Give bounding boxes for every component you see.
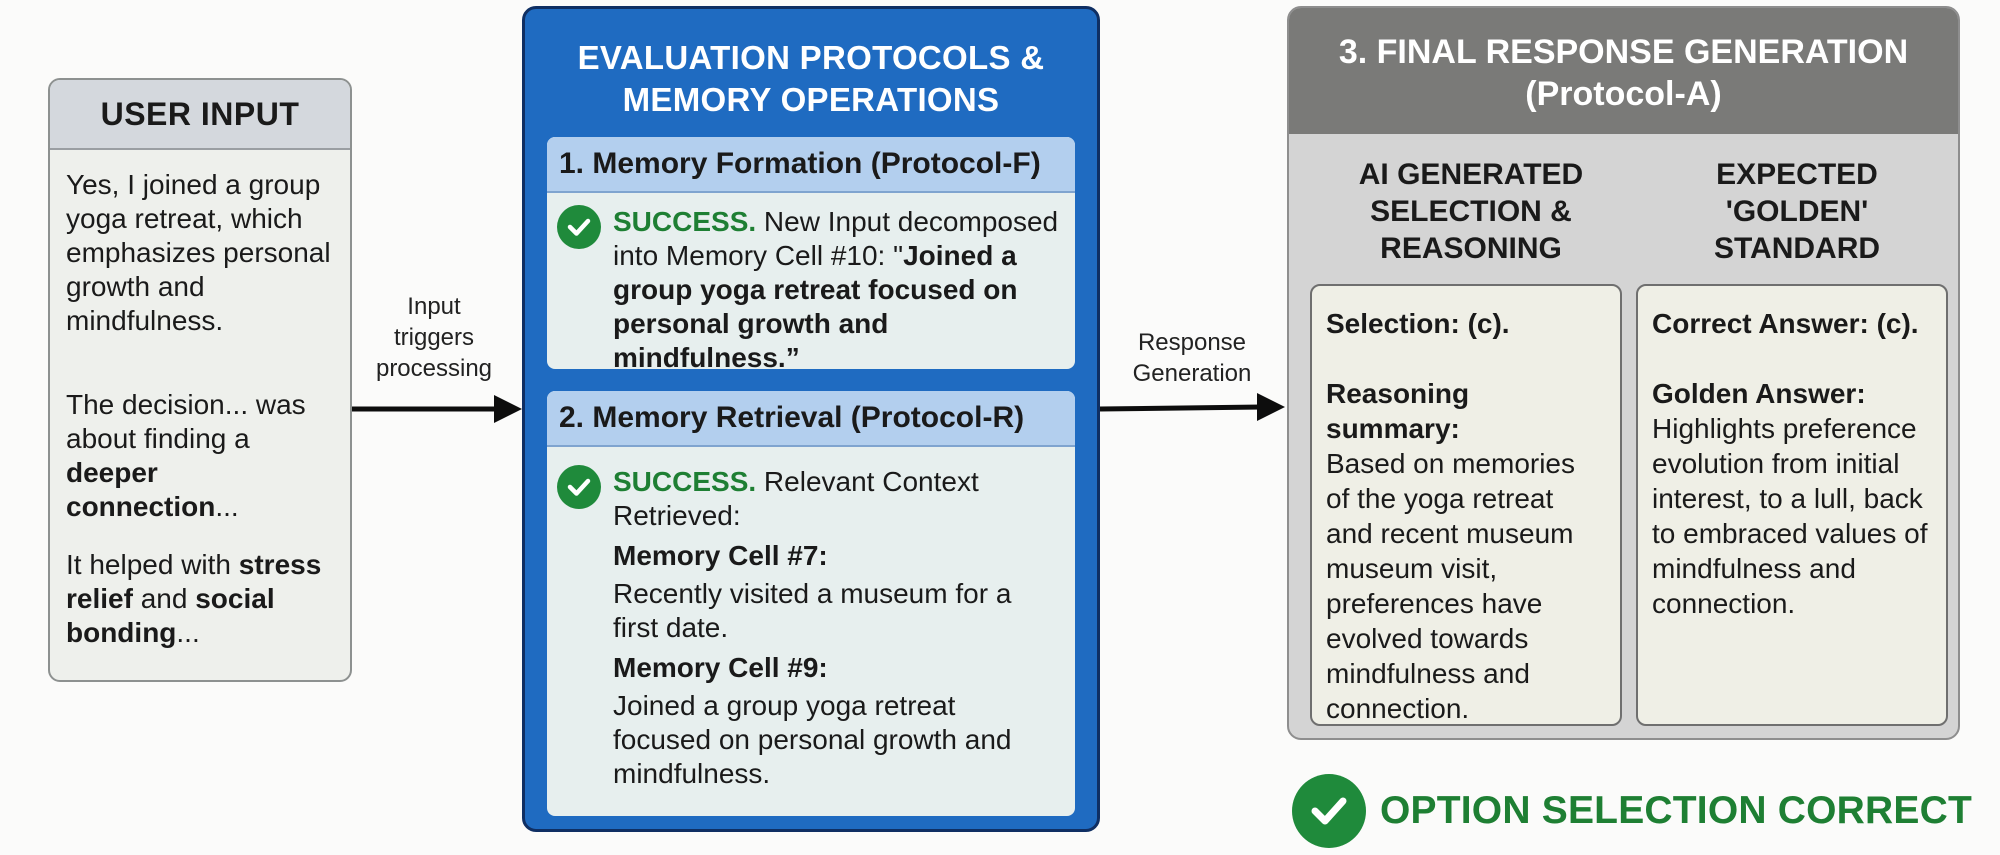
result-text: OPTION SELECTION CORRECT <box>1380 789 1972 832</box>
arrow-right-icon <box>1099 393 1285 421</box>
memory-formation-card: 1. Memory Formation (Protocol-F) SUCCESS… <box>547 137 1075 369</box>
memory-retrieval-card: 2. Memory Retrieval (Protocol-R) SUCCESS… <box>547 391 1075 816</box>
evaluation-panel: EVALUATION PROTOCOLS & MEMORY OPERATIONS… <box>522 6 1100 832</box>
expected-golden-column-title: EXPECTED 'GOLDEN' STANDARD <box>1713 158 1881 265</box>
correct-answer: Correct Answer: (c). <box>1652 308 1919 339</box>
ai-selection: Selection: (c). <box>1326 308 1510 339</box>
check-circle-icon <box>557 205 601 249</box>
check-circle-icon <box>557 465 601 509</box>
memory-retrieval-status: SUCCESS. Relevant Context Retrieved: <box>613 466 979 531</box>
ai-generated-column-title: AI GENERATED SELECTION & REASONING <box>1358 158 1584 265</box>
evaluation-title: EVALUATION PROTOCOLS & MEMORY OPERATIONS <box>577 39 1045 118</box>
memory-cell-9-label: Memory Cell #9: <box>613 652 828 683</box>
memory-formation-title: 1. Memory Formation (Protocol-F) <box>547 137 1075 193</box>
golden-standard-box: Correct Answer: (c). Golden Answer: High… <box>1636 284 1948 726</box>
memory-retrieval-title: 2. Memory Retrieval (Protocol-R) <box>547 391 1075 447</box>
result-banner: OPTION SELECTION CORRECT <box>1292 773 1972 849</box>
memory-cell-7-label: Memory Cell #7: <box>613 540 828 571</box>
user-input-para2: The decision... was about finding a deep… <box>66 389 306 522</box>
user-input-panel: USER INPUT Yes, I joined a group yoga re… <box>48 78 352 682</box>
memory-formation-text: SUCCESS. New Input decomposed into Memor… <box>613 206 1059 369</box>
golden-answer-label: Golden Answer: <box>1652 378 1866 409</box>
ai-generated-box: Selection: (c). Reasoning summary: Based… <box>1310 284 1622 726</box>
ai-reasoning-text: Based on memories of the yoga retreat an… <box>1326 448 1576 724</box>
user-input-para1: Yes, I joined a group yoga retreat, whic… <box>66 169 331 336</box>
user-input-title: USER INPUT <box>50 80 350 150</box>
ai-reasoning-label: Reasoning summary: <box>1326 378 1470 444</box>
golden-answer-text: Highlights preference evolution from ini… <box>1652 413 1928 619</box>
user-input-para3: It helped with stress relief and social … <box>66 549 322 648</box>
memory-cell-9-text: Joined a group yoga retreat focused on p… <box>613 690 1012 789</box>
check-circle-icon <box>1292 774 1366 848</box>
response-arrow-label: Response Generation <box>1132 329 1252 387</box>
input-arrow-label: Input triggers processing <box>375 293 493 382</box>
memory-cell-7-text: Recently visited a museum for a first da… <box>613 578 1012 643</box>
final-response-title: 3. FINAL RESPONSE GENERATION (Protocol-A… <box>1289 8 1958 134</box>
arrow-right-icon <box>352 395 522 423</box>
final-response-panel: 3. FINAL RESPONSE GENERATION (Protocol-A… <box>1287 6 1960 740</box>
user-input-body: Yes, I joined a group yoga retreat, whic… <box>50 150 350 650</box>
